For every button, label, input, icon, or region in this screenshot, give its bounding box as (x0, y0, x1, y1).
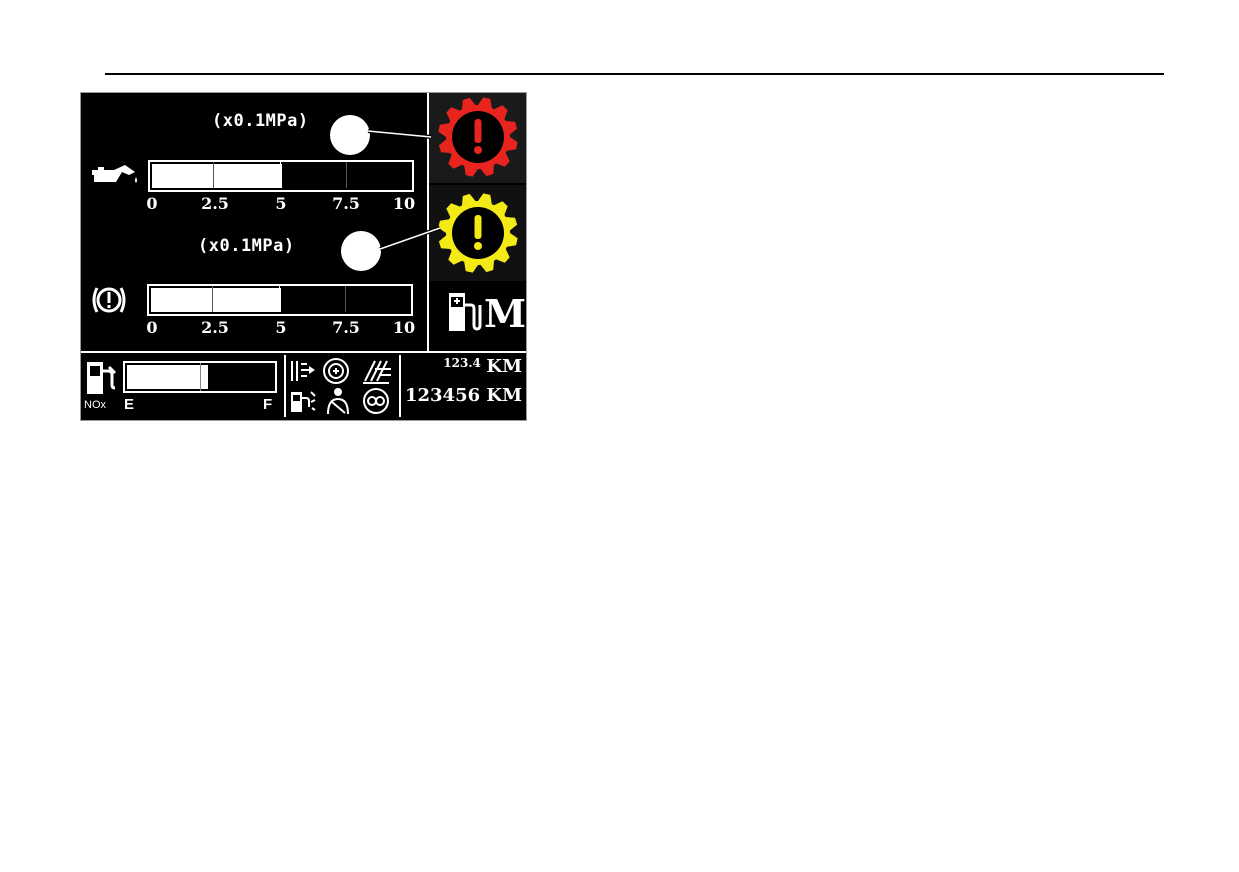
top-rule (105, 73, 1164, 75)
horizontal-divider (81, 351, 526, 353)
callout-marker-1 (330, 115, 370, 155)
upper-tick-mark (346, 162, 347, 188)
brake-circle-icon (92, 287, 126, 313)
axle-lock-icon (363, 388, 389, 414)
lower-gauge-unit: (x0.1MPa) (198, 236, 295, 256)
lower-tick-mark (279, 286, 280, 312)
nox-empty-label: E (124, 396, 135, 413)
total-distance: 123456 KM (405, 385, 522, 406)
lower-tick-2-5: 2.5 (201, 318, 229, 337)
fuel-maintenance-icon (449, 293, 482, 331)
vertical-divider (427, 93, 429, 351)
red-warning-cell (429, 93, 526, 183)
bottom-divider-right (399, 355, 401, 417)
exclamation-bar (474, 215, 482, 239)
upper-tick-0: 0 (146, 194, 158, 213)
lower-tick-5: 5 (275, 318, 287, 337)
heater-icon (363, 360, 391, 384)
upper-tick-2-5: 2.5 (201, 194, 229, 213)
upper-gauge-fill (152, 164, 282, 188)
yellow-gear-warning-icon (438, 193, 518, 273)
upper-tick-7-5: 7.5 (332, 194, 360, 213)
upper-tick-mark (213, 162, 214, 188)
bottom-divider-left (284, 355, 286, 417)
nox-fuel-icon (87, 362, 117, 394)
red-gear-warning-icon (438, 97, 518, 177)
coolant-flow-icon (291, 361, 315, 381)
lower-gauge-bar (147, 284, 413, 316)
exclamation-dot (474, 242, 482, 250)
trip-distance: 123.4 KM (443, 356, 522, 377)
total-value: 123456 (404, 385, 481, 406)
maintenance-cell: M (429, 283, 527, 349)
fuel-filter-icon (291, 391, 316, 412)
temperature-gauge-icon (323, 358, 349, 384)
nox-tick-mark (200, 363, 201, 391)
lower-tick-10: 10 (392, 318, 416, 337)
upper-tick-5: 5 (275, 194, 287, 213)
maintenance-label: M (484, 291, 527, 336)
lower-tick-mark (212, 286, 213, 312)
upper-gauge-unit: (x0.1MPa) (212, 111, 309, 131)
upper-gauge-bar (148, 160, 414, 192)
exclamation-dot (474, 146, 482, 154)
lower-gauge-fill (151, 288, 281, 312)
nox-full-label: F (263, 396, 273, 413)
oil-can-icon (92, 165, 137, 183)
seat-belt-icon (327, 388, 349, 415)
lower-tick-mark (345, 286, 346, 312)
trip-value: 123.4 (443, 356, 481, 370)
upper-tick-10: 10 (392, 194, 416, 213)
nox-gauge-bar (123, 361, 277, 393)
instrument-display: (x0.1MPa) 0 2.5 5 7.5 10 (x0.1MPa) 0 2.5… (80, 92, 527, 421)
exclamation-bar (474, 119, 482, 143)
total-unit: KM (486, 385, 522, 406)
callout-marker-2 (341, 231, 381, 271)
upper-tick-mark (280, 162, 281, 188)
nox-label: NOx (84, 399, 106, 411)
yellow-warning-cell (429, 185, 526, 281)
lower-tick-7-5: 7.5 (332, 318, 360, 337)
trip-unit: KM (486, 356, 522, 377)
lower-tick-0: 0 (146, 318, 158, 337)
nox-gauge-fill (127, 365, 208, 389)
